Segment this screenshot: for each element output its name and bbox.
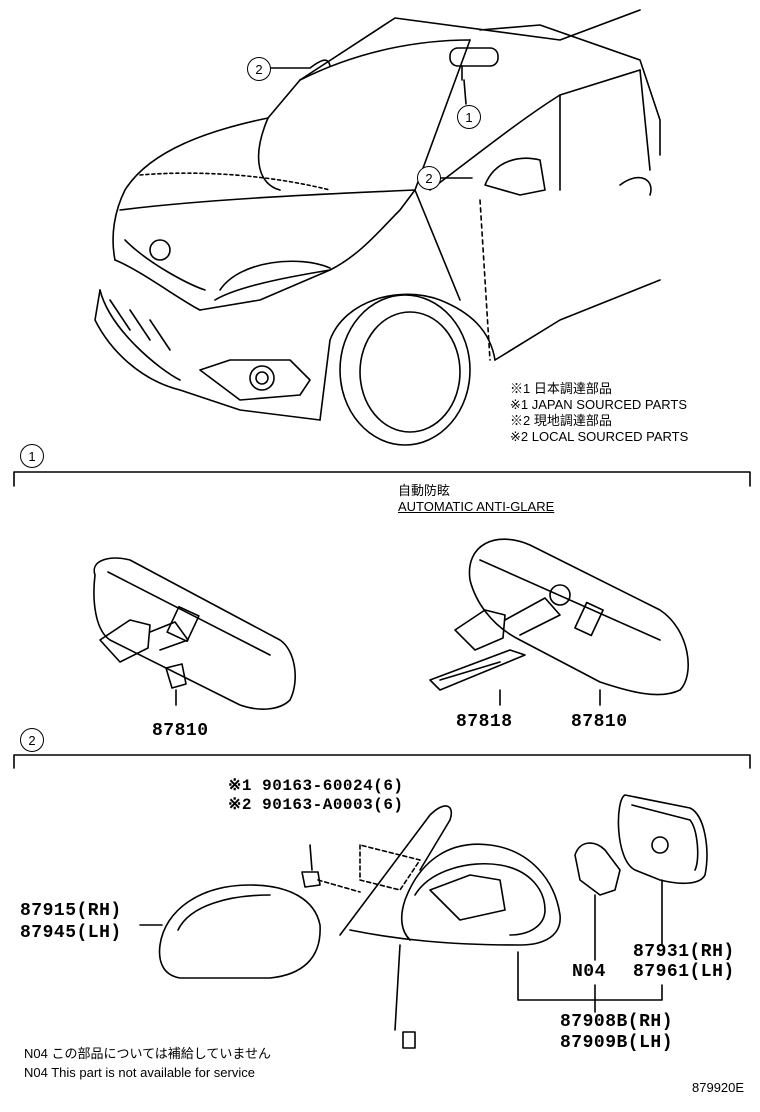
variant-label-jp: 自動防眩 (398, 483, 451, 498)
assembly-part-number-lh: 87909B(LH) (560, 1033, 674, 1053)
mirror-body (339, 805, 561, 1049)
section-2-marker: 2 (20, 728, 44, 752)
bolt-part-number-2: ※2 90163-A0003(6) (228, 796, 404, 814)
glass-part-number-lh: 87961(LH) (633, 962, 735, 982)
footnote-jp: N04 この部品については補給していません (24, 1046, 272, 1061)
glass-part-number-rh: 87931(RH) (633, 942, 735, 962)
n04-bracket (574, 842, 621, 961)
note-local-jp: ※2 現地調達部品 (510, 413, 612, 428)
section-1-marker: 1 (20, 444, 44, 468)
inner-mirror-left (93, 557, 296, 710)
note-japan-en: ※1 JAPAN SOURCED PARTS (510, 397, 688, 412)
mirror-glass (617, 794, 708, 946)
callout-2-top: 2 (247, 57, 271, 81)
note-japan-jp: ※1 日本調達部品 (510, 381, 612, 396)
cover-part-number-rh: 87915(RH) (20, 901, 122, 921)
part-number-87810-right: 87810 (571, 712, 628, 732)
n04-label: N04 (572, 962, 606, 982)
bolt-part-number-1: ※1 90163-60024(6) (228, 777, 404, 795)
part-number-87818: 87818 (456, 712, 513, 732)
footnote-en: N04 This part is not available for servi… (24, 1065, 255, 1080)
variant-label-en: AUTOMATIC ANTI-GLARE (398, 499, 555, 514)
part-number-87810-left: 87810 (152, 721, 209, 741)
assembly-part-number-rh: 87908B(RH) (560, 1012, 674, 1032)
mirror-cover (139, 884, 321, 979)
bolt (301, 844, 361, 893)
inner-mirror-right (429, 538, 689, 706)
figure-id: 879920E (692, 1080, 745, 1095)
cover-part-number-lh: 87945(LH) (20, 923, 122, 943)
callout-2-mid: 2 (417, 166, 441, 190)
callout-1-top: 1 (457, 105, 481, 129)
car-illustration (94, 9, 661, 446)
note-local-en: ※2 LOCAL SOURCED PARTS (510, 429, 689, 444)
